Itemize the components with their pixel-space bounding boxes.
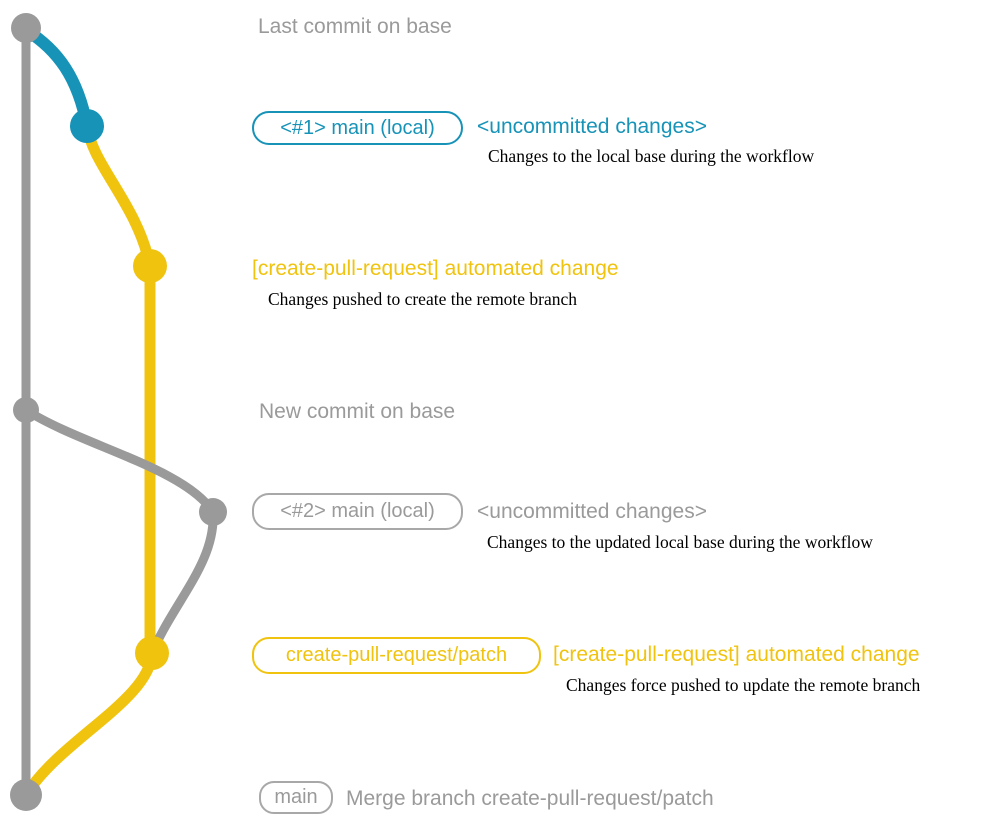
commit-node-merge bbox=[10, 779, 42, 811]
patch-branch-merge-curve bbox=[20, 647, 158, 801]
main-local-branch-curve bbox=[20, 24, 93, 132]
last-commit-label: Last commit on base bbox=[258, 15, 452, 38]
rebase-curve-in bbox=[147, 507, 218, 658]
branch-badge-main: main bbox=[259, 781, 333, 814]
commit-node-automated-change-2 bbox=[135, 636, 169, 670]
branch-badge-main-local-1: <#1> main (local) bbox=[252, 111, 463, 145]
note-local-base-changes: Changes to the local base during the wor… bbox=[488, 146, 815, 166]
merge-branch-label: Merge branch create-pull-request/patch bbox=[346, 787, 714, 810]
automated-change-label-2: [create-pull-request] automated change bbox=[553, 643, 920, 666]
commit-node-last-base bbox=[11, 13, 41, 43]
branch-badge-main-local-2: <#2> main (local) bbox=[252, 493, 463, 530]
new-commit-label: New commit on base bbox=[259, 400, 456, 423]
note-force-pushed-update-remote: Changes force pushed to update the remot… bbox=[566, 675, 921, 695]
uncommitted-changes-status-1: <uncommitted changes> bbox=[477, 115, 707, 138]
note-updated-local-base-changes: Changes to the updated local base during… bbox=[487, 532, 873, 552]
automated-change-label-1: [create-pull-request] automated change bbox=[252, 257, 619, 280]
rebase-curve-out bbox=[21, 405, 218, 517]
commit-node-automated-change-1 bbox=[133, 249, 167, 283]
commit-node-main-local-2 bbox=[199, 498, 227, 526]
branch-badge-patch: create-pull-request/patch bbox=[252, 637, 541, 674]
commit-node-main-local-1 bbox=[70, 109, 104, 143]
uncommitted-changes-status-2: <uncommitted changes> bbox=[477, 500, 707, 523]
commit-node-new-base bbox=[13, 397, 39, 423]
patch-branch-curve-top bbox=[81, 120, 156, 659]
note-pushed-create-remote: Changes pushed to create the remote bran… bbox=[268, 289, 578, 309]
